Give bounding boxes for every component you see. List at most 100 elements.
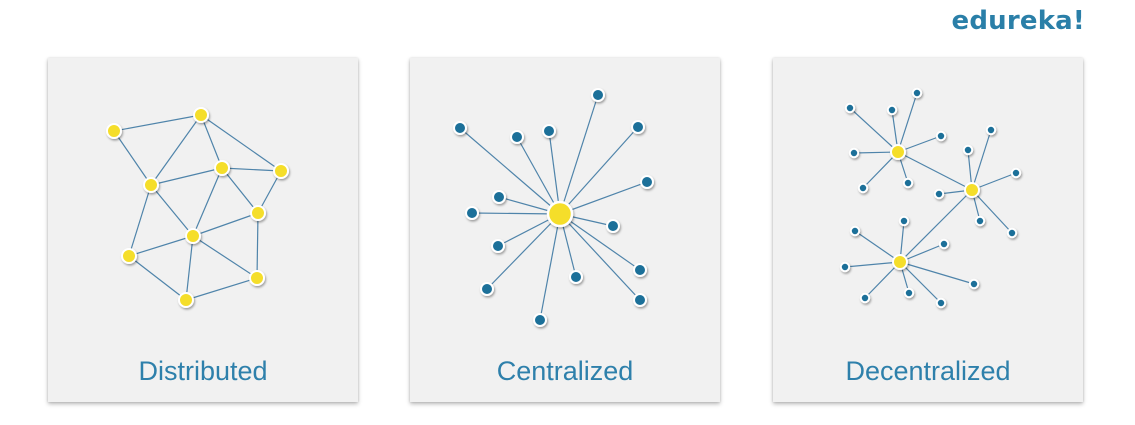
leaf-node <box>848 147 860 159</box>
leaf-node <box>533 313 547 327</box>
leaf-node <box>1010 167 1022 179</box>
leaf-node <box>633 293 647 307</box>
spoke-edge <box>971 189 1013 234</box>
spoke-edge <box>844 261 901 268</box>
leaf-node <box>857 182 869 194</box>
mesh-node <box>250 205 266 221</box>
hub-node <box>892 254 908 270</box>
spoke-edge <box>559 126 639 215</box>
spoke-edge <box>471 212 561 215</box>
mesh-edge <box>150 184 194 237</box>
leaf-node <box>453 121 467 135</box>
mesh-node <box>106 123 122 139</box>
mesh-node <box>214 160 230 176</box>
mesh-edge <box>128 235 194 257</box>
mesh-edge <box>200 114 223 169</box>
mesh-node <box>143 177 159 193</box>
leaf-node <box>933 188 945 200</box>
spoke-edge <box>559 213 641 271</box>
leaf-node <box>859 292 871 304</box>
leaf-node <box>935 130 947 142</box>
leaf-node <box>911 87 923 99</box>
leaf-node <box>465 206 479 220</box>
mesh-edge <box>221 167 282 172</box>
mesh-edge <box>185 277 258 301</box>
spoke-edge <box>548 130 561 215</box>
spoke-edge <box>559 213 641 301</box>
spoke-edge <box>854 230 901 263</box>
edureka-logo: edureka! <box>951 6 1085 36</box>
leaf-node <box>902 177 914 189</box>
hub-link-edge <box>897 151 973 191</box>
leaf-node <box>591 88 605 102</box>
spoke-edge <box>899 261 975 285</box>
centralized-network-card: Centralized <box>410 58 720 402</box>
leaf-node <box>510 130 524 144</box>
spoke-edge <box>899 261 942 304</box>
spoke-edge <box>459 127 561 215</box>
hub-node <box>964 182 980 198</box>
mesh-node <box>249 270 265 286</box>
decentralized-network-card: Decentralized <box>773 58 1083 402</box>
leaf-node <box>640 175 654 189</box>
leaf-node <box>974 215 986 227</box>
mesh-node <box>193 107 209 123</box>
leaf-node <box>903 287 915 299</box>
leaf-node <box>569 270 583 284</box>
leaf-node <box>968 278 980 290</box>
leaf-node <box>886 104 898 116</box>
mesh-edge <box>128 184 152 257</box>
leaf-node <box>898 215 910 227</box>
mesh-edge <box>192 212 259 237</box>
distributed-network-diagram <box>106 107 289 308</box>
leaf-node <box>938 238 950 250</box>
leaf-node <box>935 297 947 309</box>
leaf-node <box>492 190 506 204</box>
leaf-node <box>631 120 645 134</box>
mesh-edge <box>256 212 259 279</box>
leaf-node <box>1006 227 1018 239</box>
distributed-network-card: Distributed <box>48 58 358 402</box>
mesh-edge <box>200 114 282 172</box>
mesh-edge <box>150 114 202 186</box>
mesh-edge <box>192 167 223 237</box>
spoke-edge <box>897 92 918 153</box>
mesh-edge <box>113 114 202 132</box>
mesh-node <box>185 228 201 244</box>
mesh-edge <box>113 130 152 186</box>
mesh-edge <box>185 235 194 301</box>
decentralized-network-diagram <box>839 87 1022 309</box>
centralized-network-diagram <box>453 88 654 327</box>
spoke-edge <box>559 181 648 215</box>
mesh-edge <box>150 167 223 186</box>
spoke-edge <box>539 213 561 321</box>
leaf-node <box>633 263 647 277</box>
centralized-label: Centralized <box>496 356 634 386</box>
spoke-edge <box>862 151 899 189</box>
hub-node <box>890 144 906 160</box>
distributed-label: Distributed <box>138 356 268 386</box>
spoke-edge <box>849 107 899 153</box>
mesh-edge <box>221 167 259 214</box>
spoke-edge <box>971 129 992 191</box>
leaf-node <box>480 282 494 296</box>
spoke-edge <box>516 136 561 215</box>
mesh-node <box>121 248 137 264</box>
leaf-node <box>844 102 856 114</box>
leaf-node <box>839 261 851 273</box>
decentralized-label: Decentralized <box>845 356 1011 386</box>
spoke-edge <box>559 94 599 215</box>
leaf-node <box>606 219 620 233</box>
central-hub-node <box>546 200 574 228</box>
leaf-node <box>985 124 997 136</box>
spoke-edge <box>486 213 561 290</box>
leaf-node <box>491 239 505 253</box>
spoke-edge <box>864 261 901 299</box>
mesh-node <box>273 163 289 179</box>
mesh-edge <box>128 255 187 301</box>
leaf-node <box>849 225 861 237</box>
mesh-node <box>178 292 194 308</box>
hub-link-edge <box>899 189 973 263</box>
mesh-edge <box>192 235 258 279</box>
leaf-node <box>962 144 974 156</box>
